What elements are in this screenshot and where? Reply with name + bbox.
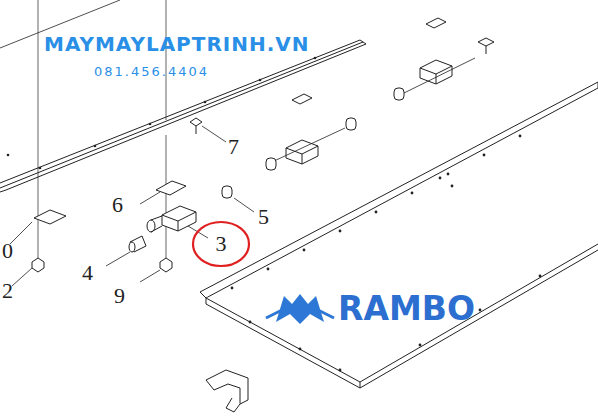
callout-number: 7: [228, 136, 239, 158]
watermark: MAYMAYLAPTRINH.VN: [44, 34, 310, 54]
callout-number: 0: [2, 240, 13, 262]
callout-number: 9: [114, 285, 125, 307]
callout-number: 3: [216, 233, 227, 255]
callout-number: 2: [2, 280, 13, 302]
callout-number: 6: [112, 194, 123, 216]
brand-logo: RAMBO: [338, 292, 475, 325]
callout-number: 5: [258, 206, 269, 228]
callout-number: 4: [82, 262, 93, 284]
watermark-phone: 081.456.4404: [94, 65, 209, 78]
highlight-circle: 3: [191, 220, 251, 268]
